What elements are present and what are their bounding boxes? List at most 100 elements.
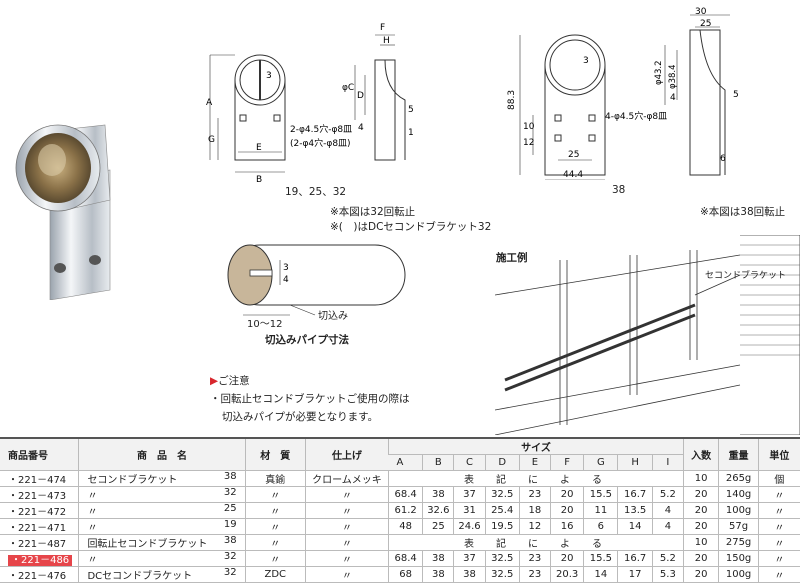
cell-size-value: 37 xyxy=(453,550,486,567)
pipe-caption: 切込みパイプ寸法 xyxy=(265,334,349,346)
cell-size-note: 表 記 に よ る xyxy=(387,534,684,551)
product-name: 〃 xyxy=(87,523,98,534)
cell-code: ・221－473 xyxy=(0,486,79,503)
cell-size-value: 32.5 xyxy=(484,550,520,567)
header-size-b: B xyxy=(422,454,454,471)
drawing-38-bracket: 30 25 φ43.2 φ38.4 88.3 10 12 25 44.4 3 4… xyxy=(507,7,739,180)
install-title: 施工例 xyxy=(496,252,528,264)
cell-size-value: 38 xyxy=(422,566,454,583)
caution-arrow-icon: ▶ xyxy=(210,375,219,387)
cell-unit: 個 xyxy=(757,470,800,487)
bracket-photo xyxy=(15,124,111,300)
install-illustration xyxy=(495,235,800,435)
cell-size-value: 18 xyxy=(518,502,551,519)
cell-weight: 150g xyxy=(718,550,759,567)
caution-line-1: ・回転止セコンドブラケットご使用の際は xyxy=(210,393,410,405)
cell-weight: 265g xyxy=(718,470,759,487)
cell-size-value: 15.5 xyxy=(583,486,618,503)
cell-qty: 20 xyxy=(683,502,719,519)
cell-material: 〃 xyxy=(244,486,306,503)
cell-weight: 275g xyxy=(718,534,759,551)
caution-line-2: 切込みパイプが必要となります。 xyxy=(222,411,379,423)
cell-size-value: 32.6 xyxy=(422,502,454,519)
cell-finish: 〃 xyxy=(304,566,389,583)
header-size-h: H xyxy=(617,454,653,471)
cell-qty: 10 xyxy=(683,470,719,487)
holes-spec-2: (2-φ4穴-φ8皿) xyxy=(290,137,351,149)
cell-qty: 20 xyxy=(683,518,719,535)
cell-finish: 〃 xyxy=(304,486,389,503)
cell-size-value: 25 xyxy=(422,518,454,535)
header-size-d: D xyxy=(484,454,520,471)
cell-material: 〃 xyxy=(244,534,306,551)
dim-25-bottom: 25 xyxy=(568,150,579,160)
cell-size-value: 16.7 xyxy=(617,486,653,503)
pipe-dim-4: 4 xyxy=(283,275,289,285)
holes-spec-1: 2-φ4.5穴-φ8皿 xyxy=(290,123,352,135)
cell-code: ・221－472 xyxy=(0,502,79,519)
product-code: ・221－487 xyxy=(8,539,67,550)
dim-D: D xyxy=(357,91,364,101)
pipe-dim-3: 3 xyxy=(283,263,289,273)
dim-C: φC xyxy=(342,83,354,93)
header-unit: 単位 xyxy=(757,437,800,471)
cell-size-value: 5.3 xyxy=(651,566,684,583)
header-material: 材 質 xyxy=(244,437,306,471)
cell-qty: 20 xyxy=(683,550,719,567)
dim-E: E xyxy=(256,143,262,153)
cell-finish: 〃 xyxy=(304,518,389,535)
product-code: ・221－471 xyxy=(8,523,67,534)
cell-size-value: 20.3 xyxy=(549,566,584,583)
cell-size-value: 23 xyxy=(518,566,551,583)
cell-material: 〃 xyxy=(244,550,306,567)
header-size-a: A xyxy=(388,454,423,471)
dim-4: 4 xyxy=(358,123,364,133)
cell-size-value: 32.5 xyxy=(484,486,520,503)
cell-size-value: 23 xyxy=(518,550,551,567)
dim-4b: 4 xyxy=(670,93,676,103)
product-code: ・221－486 xyxy=(8,555,73,566)
cell-unit: 〃 xyxy=(757,502,800,519)
drawing1-caption: 19、25、32 xyxy=(285,186,347,198)
cell-size-value: 6 xyxy=(583,518,618,535)
cell-size-value: 11 xyxy=(583,502,618,519)
cell-size-value: 4 xyxy=(651,518,684,535)
cell-weight: 57g xyxy=(718,518,759,535)
cell-size-value: 20 xyxy=(549,486,584,503)
dim-25-top: 25 xyxy=(700,19,711,29)
header-size-e: E xyxy=(518,454,551,471)
cell-code: ・221－486 xyxy=(0,550,79,567)
cell-size-value: 38 xyxy=(453,566,486,583)
pipe-length: 10～12 xyxy=(247,319,283,330)
header-size-g: G xyxy=(583,454,618,471)
product-size: 32 xyxy=(223,567,237,578)
dim-10: 10 xyxy=(523,122,535,132)
dim-5: 5 xyxy=(408,105,414,115)
cell-code: ・221－474 xyxy=(0,470,79,487)
cell-size-value: 19.5 xyxy=(484,518,520,535)
dim-A: A xyxy=(206,98,213,108)
product-code: ・221－472 xyxy=(8,507,67,518)
cell-unit: 〃 xyxy=(757,518,800,535)
cell-material: 〃 xyxy=(244,518,306,535)
cell-size-value: 4 xyxy=(651,502,684,519)
dim-1: 1 xyxy=(408,128,414,138)
cell-size-value: 16.7 xyxy=(617,550,653,567)
cell-size-value: 31 xyxy=(453,502,486,519)
dim-883: 88.3 xyxy=(507,90,517,110)
header-qty: 入数 xyxy=(683,437,719,471)
product-name: 回転止セコンドブラケット xyxy=(87,539,208,550)
product-name: 〃 xyxy=(87,491,98,502)
cell-qty: 10 xyxy=(683,534,719,551)
cell-size-value: 13.5 xyxy=(617,502,653,519)
cell-size-value: 48 xyxy=(387,518,423,535)
cell-size-value: 12 xyxy=(518,518,551,535)
cell-size-value: 32.5 xyxy=(484,566,520,583)
